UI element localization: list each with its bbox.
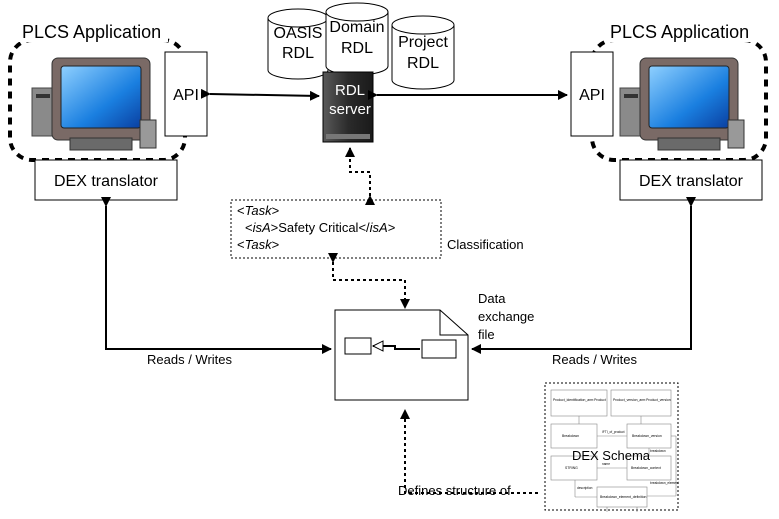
left-reads-writes-link xyxy=(101,197,332,354)
left-api-box xyxy=(164,51,208,137)
svg-text:RDL: RDL xyxy=(282,45,314,62)
svg-text:description: description xyxy=(577,486,593,490)
right-app-title: PLCS Application xyxy=(610,22,749,42)
svg-text:OASIS: OASIS xyxy=(274,25,323,42)
svg-text:Breakdown_context: Breakdown_context xyxy=(631,466,661,470)
dex-schema: Product_identification_arm:Product Produ… xyxy=(544,382,679,512)
svg-text:breakdown_element: breakdown_element xyxy=(650,481,679,485)
svg-text:Breakdown_version: Breakdown_version xyxy=(632,434,662,438)
right-reads-writes-label: Reads / Writes xyxy=(552,352,638,367)
defines-structure-label: Defines structure of xyxy=(398,483,511,498)
left-dex-translator xyxy=(34,159,178,201)
file-label-line3: file xyxy=(478,327,495,342)
svg-text:Domain: Domain xyxy=(329,19,384,36)
classification-file-link xyxy=(328,253,410,309)
left-app-title: PLCS Application xyxy=(22,22,161,42)
server-classification-link xyxy=(345,147,375,205)
svg-text:STRING: STRING xyxy=(565,466,578,470)
svg-text:RDL: RDL xyxy=(407,55,439,72)
rdl-server: RDL server xyxy=(322,71,374,143)
file-label-line1: Data xyxy=(478,291,506,306)
oasis-rdl-database: OASIS RDL xyxy=(267,8,329,80)
right-dex-translator-label: DEX translator xyxy=(639,173,744,190)
svg-text:Project: Project xyxy=(398,34,448,51)
svg-text:Breakdown: Breakdown xyxy=(562,434,579,438)
right-plcs-application: PLCS Application API DEX translator xyxy=(570,22,768,201)
svg-text:<Task>: <Task> xyxy=(237,237,279,252)
file-label-line2: exchange xyxy=(478,309,534,324)
svg-text:RDL: RDL xyxy=(341,40,373,57)
data-exchange-file xyxy=(334,309,469,401)
left-api-label: API xyxy=(173,87,199,104)
svg-text:Breakdown_element_definition: Breakdown_element_definition xyxy=(600,495,646,499)
left-api-server-link xyxy=(200,88,320,101)
left-reads-writes-label: Reads / Writes xyxy=(147,352,233,367)
svg-text:IFTI_of_product: IFTI_of_product xyxy=(602,430,625,434)
right-dex-translator xyxy=(619,159,763,201)
right-api-label: API xyxy=(579,87,605,104)
svg-text:<Task>: <Task> xyxy=(237,203,279,218)
svg-text:breakdown: breakdown xyxy=(650,449,666,453)
dex-schema-title: DEX Schema xyxy=(572,448,651,463)
svg-text:Product_version_arm:Product_ve: Product_version_arm:Product_version xyxy=(613,398,671,402)
svg-text:RDL: RDL xyxy=(335,82,365,99)
left-plcs-application: PLCS Application API DEX translator xyxy=(8,22,208,201)
schema-file-link xyxy=(400,409,538,494)
right-computer-icon xyxy=(619,57,745,151)
svg-text:<isA>Safety Critical</isA>: <isA>Safety Critical</isA> xyxy=(245,220,395,235)
classification-box: <Task> <isA>Safety Critical</isA> <Task> xyxy=(230,199,442,259)
svg-text:server: server xyxy=(329,101,371,118)
right-api-box xyxy=(570,51,614,137)
left-dex-translator-label: DEX translator xyxy=(54,173,159,190)
svg-text:Product_identification_arm:Pro: Product_identification_arm:Product xyxy=(553,398,606,402)
right-reads-writes-link xyxy=(471,197,696,354)
project-rdl-database: Project RDL xyxy=(391,15,455,90)
domain-rdl-database: Domain RDL xyxy=(325,2,389,76)
classification-label: Classification xyxy=(447,237,524,252)
left-computer-icon xyxy=(31,57,157,151)
svg-text:name: name xyxy=(602,462,610,466)
